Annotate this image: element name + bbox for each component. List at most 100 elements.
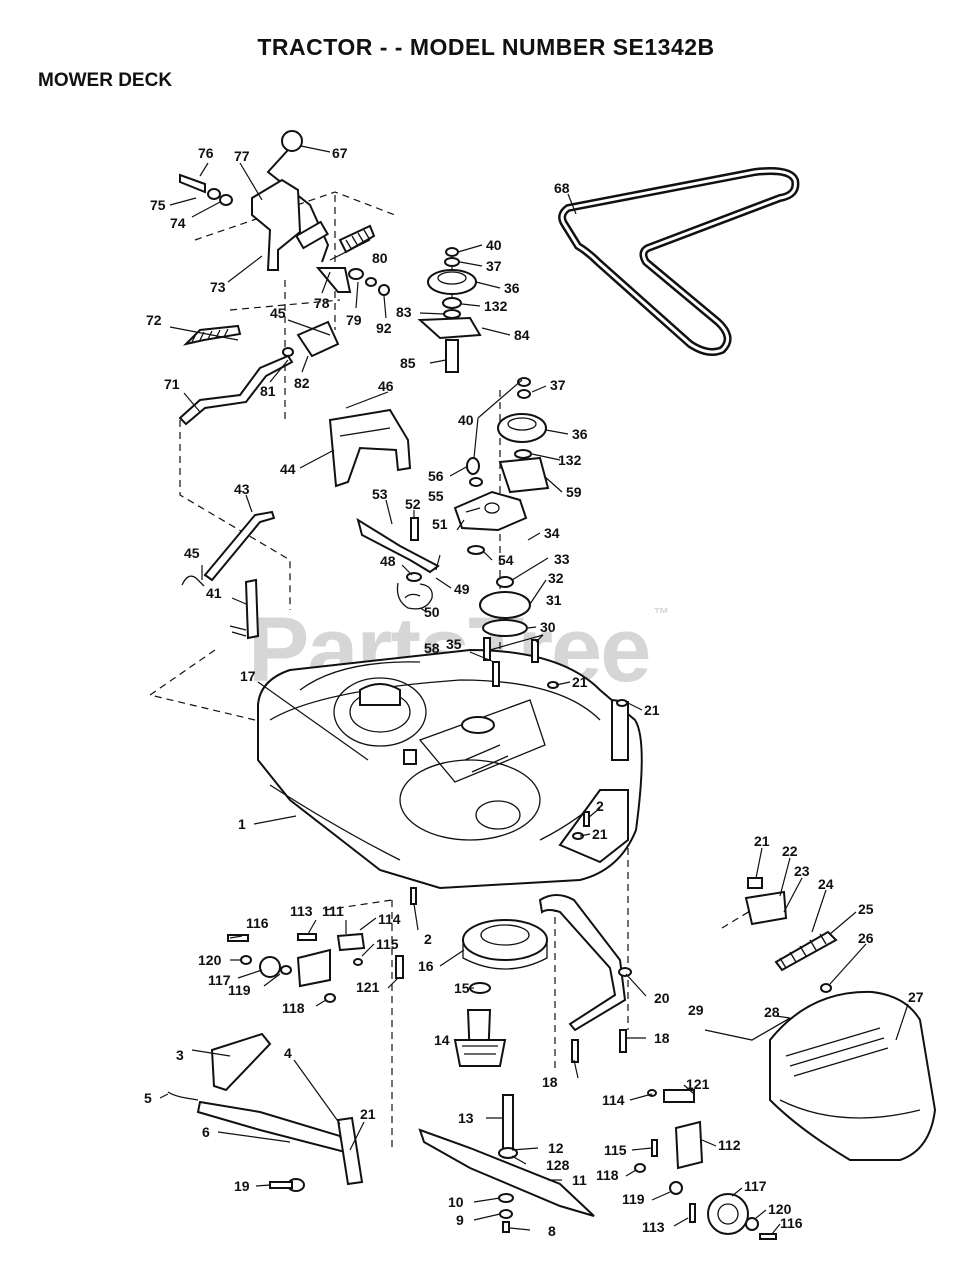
callout-50: 50 (424, 604, 440, 620)
page-title: TRACTOR - - MODEL NUMBER SE1342B (257, 34, 715, 60)
callout-21c: 21 (592, 826, 608, 842)
callout-20: 20 (654, 990, 670, 1006)
callout-132b: 132 (558, 452, 582, 468)
callout-40a: 40 (486, 237, 502, 253)
callout-17: 17 (240, 668, 256, 684)
callout-51: 51 (432, 516, 448, 532)
callout-45b: 45 (184, 545, 200, 561)
callout-22: 22 (782, 843, 798, 859)
belt-guard (328, 408, 412, 488)
deck-hardware (410, 637, 628, 905)
callout-9: 9 (456, 1212, 464, 1228)
callout-33: 33 (554, 551, 570, 567)
callout-35: 35 (446, 636, 462, 652)
callout-52: 52 (405, 496, 421, 512)
callout-16: 16 (418, 958, 434, 974)
callout-29: 29 (688, 1002, 704, 1018)
callout-132a: 132 (484, 298, 508, 314)
callout-21e: 21 (754, 833, 770, 849)
callout-24: 24 (818, 876, 834, 892)
callout-121a: 121 (356, 979, 380, 995)
callout-21d: 21 (360, 1106, 376, 1122)
front-gauge-bracket (167, 1032, 364, 1192)
callout-85: 85 (400, 355, 416, 371)
callout-118b: 118 (596, 1167, 619, 1183)
callout-77: 77 (234, 148, 250, 164)
callout-44: 44 (280, 461, 296, 477)
callout-114a: 114 (378, 911, 401, 927)
callout-25: 25 (858, 901, 874, 917)
callout-75: 75 (150, 197, 166, 213)
callout-67: 67 (332, 145, 348, 161)
callout-23: 23 (794, 863, 810, 879)
callout-18a: 18 (542, 1074, 558, 1090)
callout-81: 81 (260, 383, 276, 399)
right-wheel-bracket (634, 1089, 777, 1240)
section-title: MOWER DECK (38, 70, 173, 91)
callout-55: 55 (428, 488, 444, 504)
callout-80: 80 (372, 250, 388, 266)
callout-78: 78 (314, 295, 330, 311)
callout-3: 3 (176, 1047, 184, 1063)
callout-72: 72 (146, 312, 162, 328)
callout-41: 41 (206, 585, 222, 601)
callout-128: 128 (546, 1157, 570, 1173)
callout-56: 56 (428, 468, 444, 484)
callout-79: 79 (346, 312, 362, 328)
callout-10: 10 (448, 1194, 464, 1210)
callout-19: 19 (234, 1178, 250, 1194)
callout-115b: 115 (604, 1142, 627, 1158)
callout-1: 1 (238, 816, 246, 832)
callout-118a: 118 (282, 1000, 305, 1016)
callout-31: 31 (546, 592, 562, 608)
callout-112: 112 (718, 1137, 741, 1153)
callout-37b: 37 (550, 377, 566, 393)
callout-59: 59 (566, 484, 582, 500)
idler-pulley-stack-upper (417, 247, 482, 373)
callout-84: 84 (514, 327, 530, 343)
callout-11: 11 (572, 1172, 587, 1188)
callout-36b: 36 (572, 426, 588, 442)
callout-28: 28 (764, 1004, 780, 1020)
callout-76: 76 (198, 145, 214, 161)
callout-82: 82 (294, 375, 310, 391)
callout-21a: 21 (572, 674, 588, 690)
discharge-chute (704, 877, 937, 1161)
left-wheel-bracket (227, 932, 404, 1003)
callout-58: 58 (424, 640, 440, 656)
callout-40b: 40 (458, 412, 474, 428)
front-rods (181, 510, 276, 640)
callout-83: 83 (396, 304, 412, 320)
callout-45a: 45 (270, 305, 286, 321)
callout-13: 13 (458, 1110, 474, 1126)
blade-spindle-assembly (418, 919, 595, 1233)
callout-53: 53 (372, 486, 388, 502)
callout-14: 14 (434, 1032, 450, 1048)
idler-pulley-stack-lower (466, 377, 550, 494)
drive-belt (558, 167, 800, 356)
callout-49: 49 (454, 581, 470, 597)
deck-support-arms (538, 894, 632, 1063)
callout-120b: 120 (768, 1201, 792, 1217)
callout-114b: 114 (602, 1092, 625, 1108)
callout-36a: 36 (504, 280, 520, 296)
callout-92: 92 (376, 320, 392, 336)
callout-54: 54 (498, 552, 514, 568)
callout-4: 4 (284, 1045, 292, 1061)
callout-113a: 113 (290, 903, 313, 919)
callout-8: 8 (548, 1223, 556, 1239)
callout-32: 32 (548, 570, 564, 586)
callout-37a: 37 (486, 258, 502, 274)
idler-arm-assembly (356, 490, 531, 637)
callout-21b: 21 (644, 702, 660, 718)
callout-115a: 115 (376, 936, 399, 952)
callout-12: 12 (548, 1140, 564, 1156)
callout-46: 46 (378, 378, 394, 394)
callout-18b: 18 (654, 1030, 670, 1046)
callout-71: 71 (164, 376, 180, 392)
callout-26: 26 (858, 930, 874, 946)
callout-117b: 117 (744, 1178, 767, 1194)
callout-119b: 119 (622, 1191, 645, 1207)
callout-73: 73 (210, 279, 226, 295)
